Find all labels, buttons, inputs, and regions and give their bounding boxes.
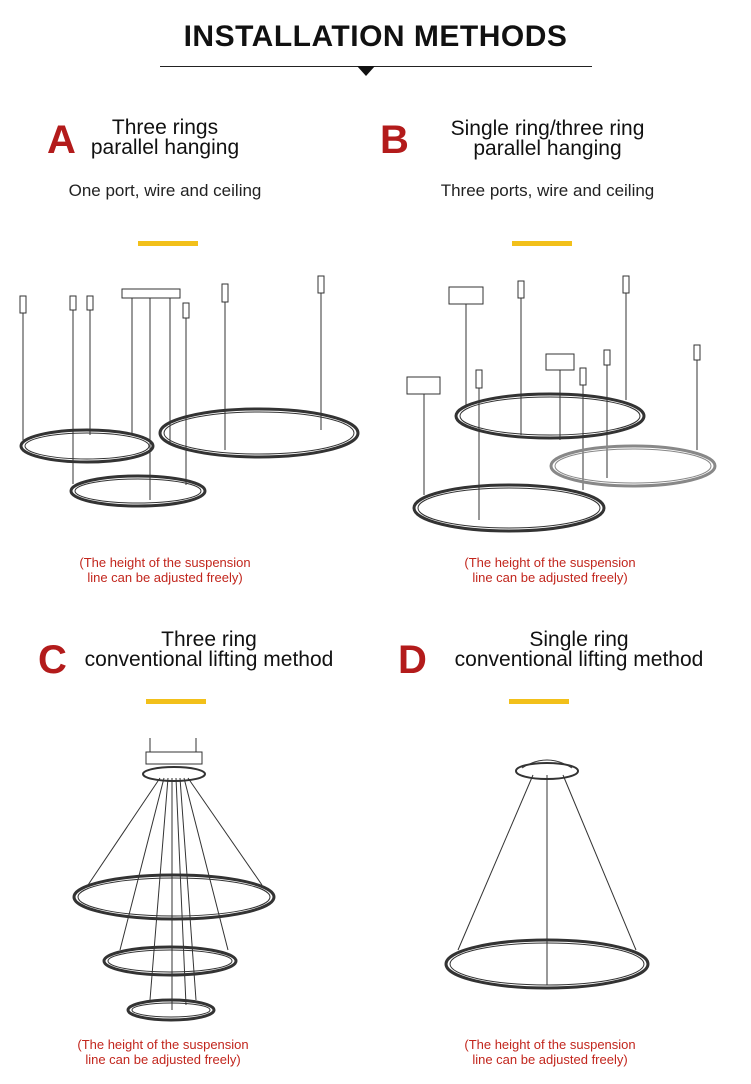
b-wire-clip <box>603 349 611 366</box>
section-d-note-line2: line can be adjusted freely) <box>472 1052 628 1067</box>
d-ring-inner <box>449 942 645 986</box>
a-wire-clip <box>19 295 27 314</box>
b-canopy <box>406 376 441 395</box>
d-wire <box>562 774 637 951</box>
c-wire <box>183 777 229 951</box>
section-c-letter: C <box>38 638 67 682</box>
title-divider <box>160 66 592 67</box>
section-a-accent-bar <box>138 241 198 246</box>
c-ring-medium <box>102 945 238 977</box>
b-wire-clip <box>517 280 525 299</box>
section-c-note-line1: (The height of the suspension <box>77 1037 249 1052</box>
d-wire <box>457 774 534 951</box>
c-wire <box>149 777 169 1001</box>
section-b-accent-bar <box>512 241 572 246</box>
b-ring-right-inner <box>554 448 712 484</box>
c-wire <box>87 777 161 886</box>
a-ceiling-canopy <box>121 288 181 299</box>
section-c-note-line2: line can be adjusted freely) <box>85 1052 241 1067</box>
a-ring-bottom <box>69 474 207 508</box>
section-c-heading-line1: Three ring <box>161 628 257 651</box>
section-a-note-line2: line can be adjusted freely) <box>87 570 243 585</box>
b-ring-right <box>549 444 717 488</box>
b-wire-clip <box>693 344 701 361</box>
section-b-note-line1: (The height of the suspension <box>464 555 636 570</box>
section-b-letter: B <box>380 118 409 162</box>
a-wire-clip <box>221 283 229 303</box>
a-wire-clip <box>317 275 325 294</box>
a-wire-clip <box>86 295 94 311</box>
b-ring-top <box>454 392 646 440</box>
title-pointer-triangle <box>357 66 375 76</box>
section-a-heading-line1: Three rings <box>111 116 219 139</box>
section-a-letter: A <box>47 118 76 162</box>
c-ceiling-plate <box>145 751 203 765</box>
b-wire-clip <box>622 275 630 294</box>
a-ring-left-inner <box>24 432 150 460</box>
section-c-heading-line2: conventional lifting method <box>84 648 334 671</box>
section-d-heading-line1: Single ring <box>529 628 629 651</box>
c-wire <box>119 777 165 951</box>
c-wire <box>187 777 263 886</box>
b-ring-top-inner <box>459 396 641 436</box>
c-ring-large-inner <box>77 877 271 917</box>
a-ring-right <box>158 407 360 459</box>
d-canopy-dome <box>521 759 573 769</box>
a-ring-bottom-inner <box>74 478 202 504</box>
section-c-accent-bar <box>146 699 206 704</box>
c-ring-large <box>72 873 276 921</box>
section-b-note-line2: line can be adjusted freely) <box>472 570 628 585</box>
a-wire-clip <box>69 295 77 311</box>
b-canopy <box>448 286 484 305</box>
b-canopy <box>545 353 575 371</box>
b-ring-bottom <box>412 483 606 533</box>
a-ring-left <box>19 428 155 464</box>
d-ring <box>444 938 650 990</box>
b-ring-bottom-inner <box>417 487 601 529</box>
section-a-heading-line2: parallel hanging <box>90 136 240 159</box>
section-d-note-line1: (The height of the suspension <box>464 1037 636 1052</box>
c-canopy <box>142 766 206 782</box>
section-d-heading-line2: conventional lifting method <box>454 648 704 671</box>
section-b-subtitle: Three ports, wire and ceiling <box>440 181 655 200</box>
section-b-heading-line1: Single ring/three ring <box>450 117 645 140</box>
c-wire <box>179 777 197 1001</box>
page-title: INSTALLATION METHODS <box>183 20 568 53</box>
section-d-accent-bar <box>509 699 569 704</box>
c-ring-small-inner <box>131 1002 211 1018</box>
section-d-letter: D <box>398 638 427 682</box>
section-a-subtitle: One port, wire and ceiling <box>68 181 262 200</box>
section-a-note-line1: (The height of the suspension <box>79 555 251 570</box>
c-wire <box>175 777 187 1006</box>
a-wire-clip <box>182 302 190 319</box>
c-ring-small <box>126 998 216 1022</box>
a-ring-right-inner <box>163 411 355 455</box>
c-ring-medium-inner <box>107 949 233 973</box>
b-wire-clip <box>579 367 587 386</box>
b-wire-clip <box>475 369 483 389</box>
section-b-heading-line2: parallel hanging <box>473 137 622 160</box>
